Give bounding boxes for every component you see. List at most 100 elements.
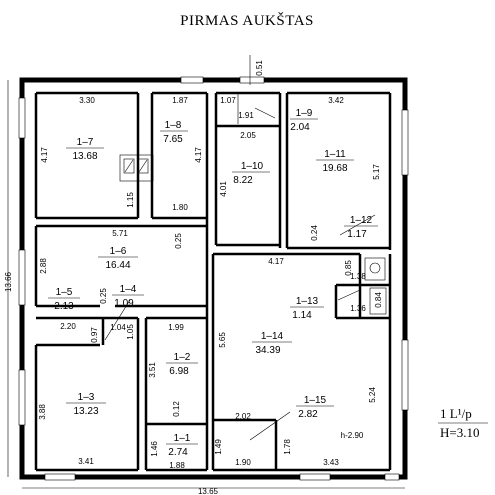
dim-3-51: 3.51 — [148, 362, 157, 378]
dim-2-20: 2.20 — [60, 322, 76, 331]
dim-4-17-b: 4.17 — [194, 147, 203, 163]
dim-1-15: 1.15 — [126, 192, 135, 208]
dimension-labels: 0.51 3.30 1.87 1.07 3.42 4.17 1.91 2.05 … — [4, 60, 383, 495]
room-1-9: 1–9 2.04 — [290, 108, 318, 133]
plan-legend: 1 L¹/p H=3.10 — [438, 406, 488, 440]
svg-text:1–2: 1–2 — [174, 352, 191, 363]
dim-0-84: 0.84 — [374, 292, 383, 308]
dim-1-80: 1.80 — [172, 203, 188, 212]
dim-3-30: 3.30 — [79, 96, 95, 105]
dim-5-71: 5.71 — [112, 229, 128, 238]
svg-text:6.98: 6.98 — [169, 366, 189, 377]
svg-text:2.13: 2.13 — [54, 301, 74, 312]
plan-title: PIRMAS AUKŠTAS — [180, 12, 314, 29]
svg-text:1–10: 1–10 — [241, 161, 264, 172]
dim-0-51: 0.51 — [255, 60, 264, 76]
room-1-15: 1–15 2.82 — [296, 395, 334, 420]
room-1-11: 1–11 19.68 — [316, 149, 354, 174]
svg-text:1–13: 1–13 — [296, 296, 319, 307]
svg-text:2.82: 2.82 — [298, 409, 318, 420]
svg-text:1–15: 1–15 — [304, 395, 327, 406]
room-1-10: 1–10 8.22 — [232, 161, 270, 186]
dim-5-24: 5.24 — [368, 387, 377, 403]
svg-text:1–14: 1–14 — [261, 331, 284, 342]
svg-text:1–6: 1–6 — [110, 246, 127, 257]
svg-text:1–12: 1–12 — [350, 215, 373, 226]
svg-text:1–3: 1–3 — [78, 392, 95, 403]
room-1-4: 1–4 1.09 — [112, 284, 144, 309]
room-1-3: 1–3 13.23 — [66, 392, 106, 417]
dim-5-65: 5.65 — [218, 332, 227, 348]
room-1-6: 1–6 16.44 — [98, 246, 138, 271]
dim-2-02: 2.02 — [235, 412, 251, 421]
dim-0-97: 0.97 — [90, 327, 99, 343]
dim-0-25-b: 0.25 — [99, 288, 108, 304]
dim-0-85: 0.85 — [344, 260, 353, 276]
room-labels: 1–7 13.68 1–8 7.65 1–9 2.04 1–10 8.22 1–… — [48, 108, 378, 458]
dim-4-17-a: 4.17 — [40, 147, 49, 163]
dim-2-05: 2.05 — [240, 131, 256, 140]
room-1-12: 1–12 1.17 — [344, 215, 378, 240]
dim-3-42: 3.42 — [328, 96, 344, 105]
svg-text:2.74: 2.74 — [168, 447, 188, 458]
dim-h-2-90: h-2.90 — [341, 431, 364, 440]
windows — [18, 76, 409, 481]
dim-1-46: 1.46 — [150, 441, 159, 457]
svg-text:1–1: 1–1 — [174, 433, 191, 444]
svg-text:16.44: 16.44 — [105, 260, 130, 271]
svg-text:1–5: 1–5 — [56, 287, 73, 298]
svg-text:1–4: 1–4 — [120, 284, 137, 295]
dim-2-88: 2.88 — [39, 258, 48, 274]
dim-1-04: 1.04 — [110, 323, 126, 332]
dim-13-65: 13.65 — [198, 487, 219, 495]
dim-1-78: 1.78 — [283, 439, 292, 455]
dim-1-38: 1.38 — [350, 272, 366, 281]
svg-text:34.39: 34.39 — [255, 345, 280, 356]
dim-3-41: 3.41 — [78, 457, 94, 466]
room-1-8: 1–8 7.65 — [160, 120, 188, 145]
dim-4-17-c: 4.17 — [268, 257, 284, 266]
dim-1-99: 1.99 — [168, 323, 184, 332]
dim-1-36: 1.36 — [350, 304, 366, 313]
dim-13-66: 13.66 — [4, 271, 13, 292]
dim-1-88: 1.88 — [169, 461, 185, 470]
dim-0-24: 0.24 — [310, 225, 319, 241]
room-1-2: 1–2 6.98 — [166, 352, 198, 377]
dimension-lines — [7, 55, 405, 489]
dim-5-17: 5.17 — [372, 164, 381, 180]
legend-line-1: 1 L¹/p — [440, 406, 472, 421]
room-1-13: 1–13 1.14 — [290, 296, 324, 321]
dim-1-90: 1.90 — [235, 458, 251, 467]
svg-text:1.09: 1.09 — [114, 298, 134, 309]
room-1-1: 1–1 2.74 — [166, 433, 198, 458]
fixtures — [119, 94, 387, 315]
svg-text:1.14: 1.14 — [292, 310, 312, 321]
dim-0-12: 0.12 — [172, 401, 181, 417]
dim-1-07: 1.07 — [220, 96, 236, 105]
dim-4-01: 4.01 — [219, 181, 228, 197]
svg-text:1–8: 1–8 — [165, 120, 182, 131]
dim-1-05: 1.05 — [126, 324, 135, 340]
dim-3-88: 3.88 — [38, 404, 47, 420]
interior-walls — [34, 91, 392, 472]
svg-text:1–9: 1–9 — [296, 108, 313, 119]
svg-text:8.22: 8.22 — [233, 175, 253, 186]
dim-3-43: 3.43 — [323, 458, 339, 467]
legend-line-2: H=3.10 — [440, 425, 479, 440]
svg-text:19.68: 19.68 — [322, 163, 347, 174]
dim-0-25-a: 0.25 — [174, 233, 183, 249]
room-1-7: 1–7 13.68 — [66, 137, 104, 162]
svg-text:1.17: 1.17 — [347, 229, 367, 240]
room-1-14: 1–14 34.39 — [252, 331, 292, 356]
svg-text:1–11: 1–11 — [324, 149, 346, 160]
svg-text:13.68: 13.68 — [72, 151, 97, 162]
dim-1-49: 1.49 — [214, 439, 223, 455]
svg-text:1–7: 1–7 — [77, 137, 94, 148]
room-1-5: 1–5 2.13 — [48, 287, 80, 312]
svg-text:7.65: 7.65 — [163, 134, 183, 145]
svg-text:2.04: 2.04 — [290, 122, 310, 133]
dim-1-91: 1.91 — [238, 111, 254, 120]
svg-text:13.23: 13.23 — [73, 406, 98, 417]
dim-1-87: 1.87 — [172, 96, 188, 105]
